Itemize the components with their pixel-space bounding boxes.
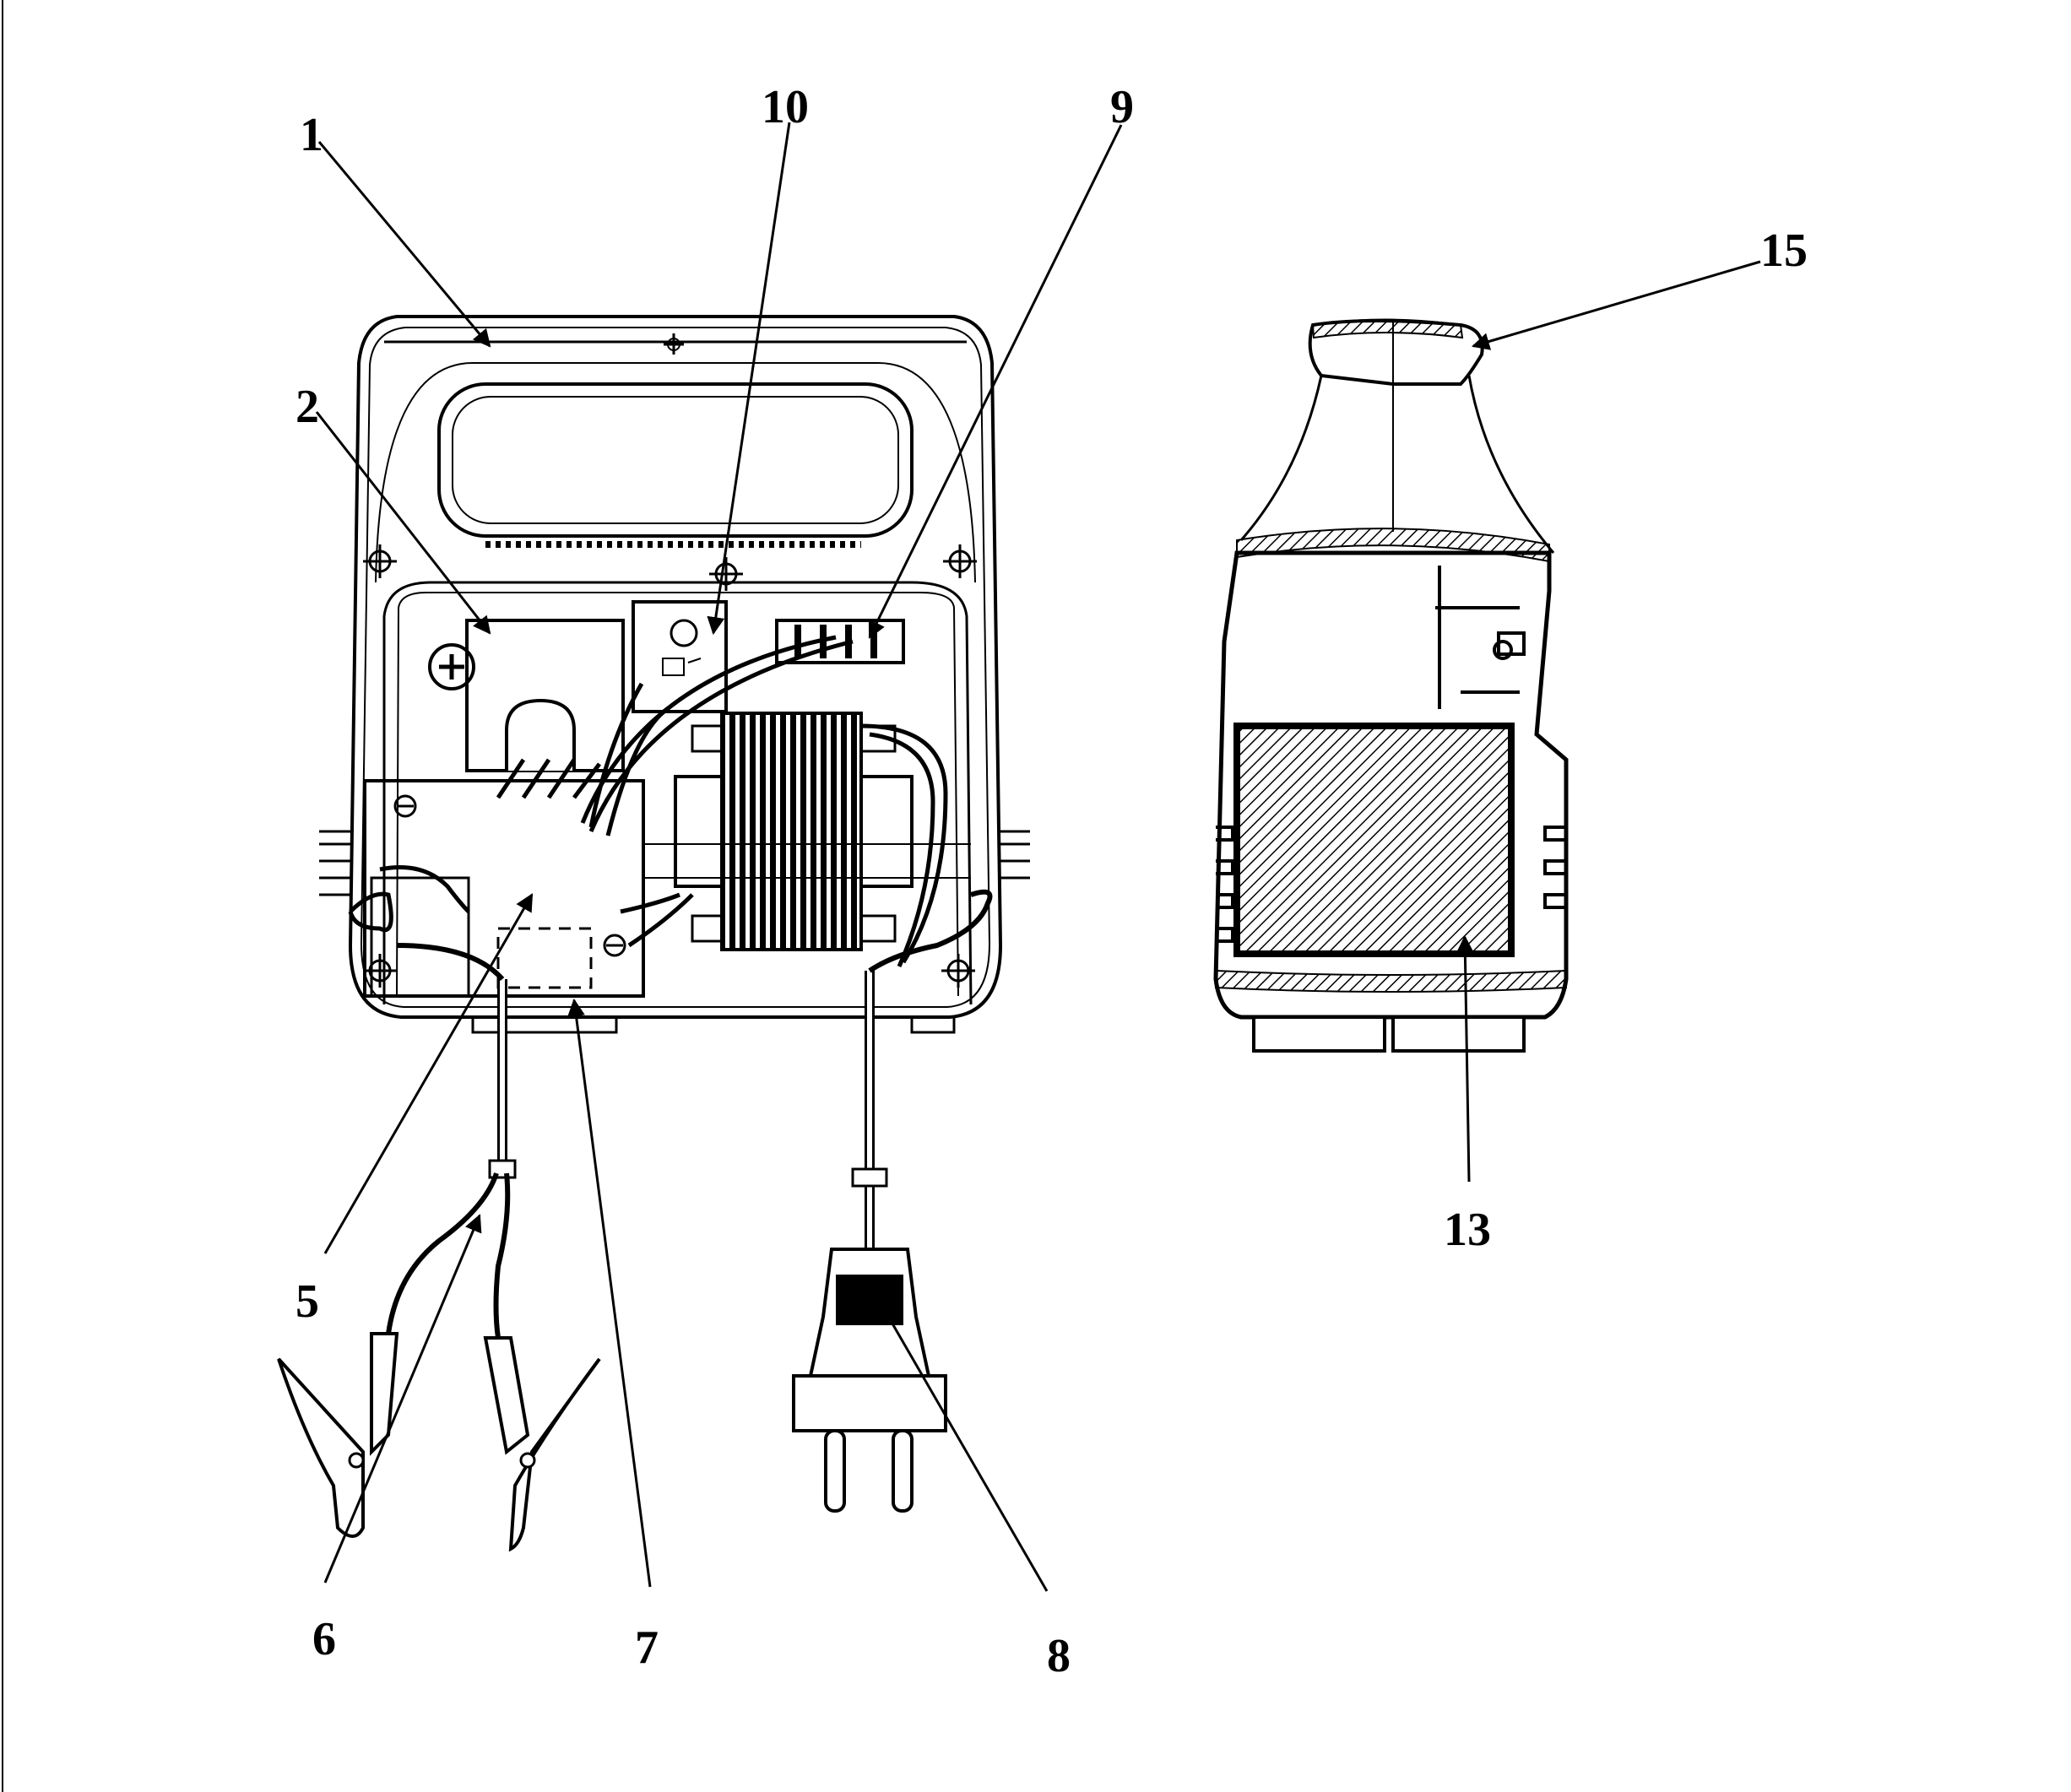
- callout-7: 7: [635, 1621, 659, 1674]
- callout-5: 5: [295, 1275, 319, 1328]
- leader-lines: [315, 122, 1761, 1592]
- corner-screw: [363, 544, 977, 988]
- output-cables: [386, 943, 517, 1339]
- top-screw: [664, 333, 684, 355]
- battery-clamp-left: [277, 1332, 399, 1538]
- charger-front-view: [319, 315, 1030, 1034]
- callout-9: 9: [1110, 81, 1134, 133]
- callout-6: 6: [312, 1613, 336, 1665]
- battery-clamp-right: [483, 1336, 601, 1552]
- internal-wiring: [348, 635, 948, 968]
- callout-2: 2: [295, 381, 319, 433]
- display-window: [437, 382, 914, 538]
- charger-side-section: [1213, 318, 1569, 1053]
- callout-13: 13: [1444, 1204, 1491, 1256]
- callout-labels: 1 2 5 6 7 8 9 10 13 15: [295, 81, 1808, 1682]
- mains-cable: [851, 889, 993, 1249]
- callout-15: 15: [1760, 225, 1808, 277]
- callout-8: 8: [1047, 1630, 1071, 1682]
- thermal-switch: [428, 619, 625, 772]
- selector-switch: [632, 600, 728, 713]
- transformer-section: [1233, 723, 1515, 957]
- transformer: [642, 712, 971, 951]
- callout-10: 10: [762, 81, 809, 133]
- mains-plug: [792, 1248, 947, 1513]
- callout-1: 1: [300, 109, 323, 161]
